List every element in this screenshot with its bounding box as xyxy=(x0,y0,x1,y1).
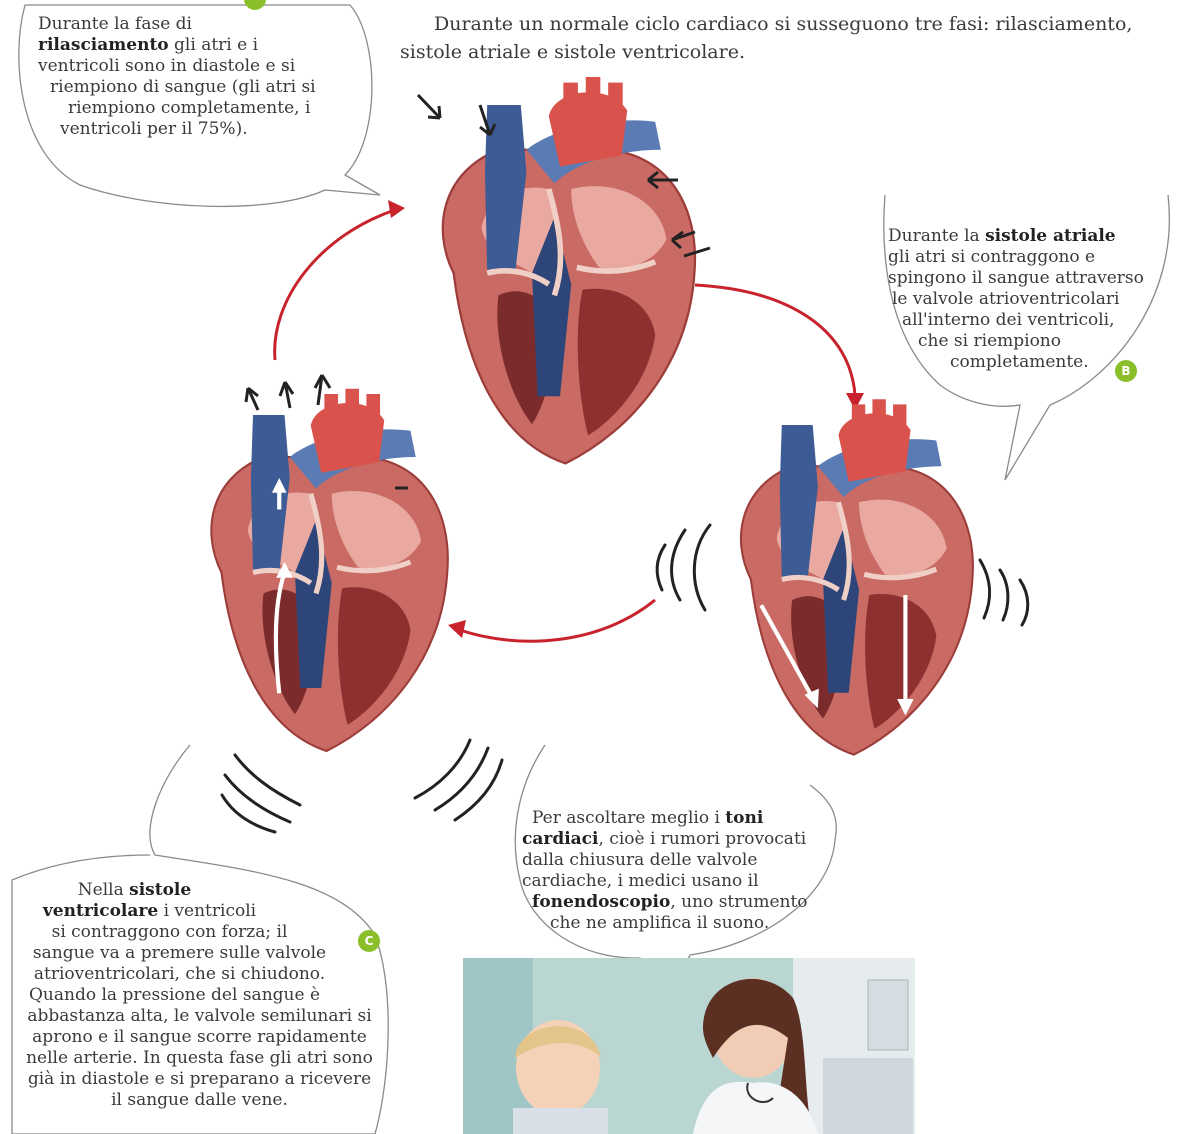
cycle-arrow-a-to-b xyxy=(695,285,855,395)
bubble-d-line: che ne amplifica il suono. xyxy=(522,913,822,934)
bubble-d-line: fonendoscopio, uno strumento xyxy=(522,892,822,913)
term-ventricolare: ventricolare xyxy=(43,901,158,921)
term-cardiaci: cardiaci xyxy=(522,829,599,849)
bubble-b-line: Durante la sistole atriale xyxy=(888,226,1158,247)
term-sistole-atriale: sistole atriale xyxy=(985,226,1116,246)
bubble-c-line: atrioventricolari, che si chiudono. xyxy=(12,964,387,985)
bubble-a-line: ventricoli per il 75%). xyxy=(38,119,328,140)
bubble-a-line: ventricoli sono in diastole e si xyxy=(38,56,328,77)
bubble-c-line: nelle arterie. In questa fase gli atri s… xyxy=(12,1048,387,1069)
bubble-c-line: sangue va a premere sulle valvole xyxy=(12,943,387,964)
badge-b-icon: B xyxy=(1115,360,1137,382)
doctor-child-photo xyxy=(463,958,915,1134)
arrowhead-icon xyxy=(448,620,466,638)
cycle-arrow-c-to-a xyxy=(275,210,395,360)
bubble-d-line: cardiache, i medici usano il xyxy=(522,871,822,892)
arrowhead-icon xyxy=(388,200,405,218)
bubble-b-line: spingono il sangue attraverso xyxy=(888,268,1158,289)
bubble-d-line: cardiaci, cioè i rumori provocati xyxy=(522,829,822,850)
term-sistole: sistole xyxy=(129,880,191,900)
bubble-b-line: che si riempiono xyxy=(888,331,1158,352)
bubble-a-line: riempiono di sangue (gli atri si xyxy=(38,77,328,98)
bubble-a-line: Durante la fase di xyxy=(38,14,328,35)
bubble-b-text: Durante la sistole atriale gli atri si c… xyxy=(888,226,1158,373)
bubble-b-line: gli atri si contraggono e xyxy=(888,247,1158,268)
heart-atrial-systole xyxy=(741,399,973,754)
bubble-c-line: Quando la pressione del sangue è xyxy=(12,985,387,1006)
heart-relaxation xyxy=(443,77,695,463)
heart-ventricular-systole xyxy=(211,389,447,751)
bubble-d-line: Per ascoltare meglio i toni xyxy=(522,808,822,829)
term-rilasciamento: rilasciamento xyxy=(38,35,169,55)
badge-c-icon: C xyxy=(358,930,380,952)
bubble-c-line: già in diastole e si preparano a ricever… xyxy=(12,1069,387,1090)
bubble-c-text: Nella sistole ventricolare i ventricoli … xyxy=(12,880,387,1111)
bubble-d-fragment: Per ascoltare meglio i xyxy=(532,808,725,828)
bubble-c-line: il sangue dalle vene. xyxy=(12,1090,387,1111)
bubble-c-fragment: Nella xyxy=(78,880,129,900)
bubble-c-line: si contraggono con forza; il xyxy=(12,922,387,943)
bubble-c-fragment: i ventricoli xyxy=(158,901,256,921)
bubble-c-line: ventricolare i ventricoli xyxy=(12,901,387,922)
bubble-a-text: Durante la fase di rilasciamento gli atr… xyxy=(38,14,328,140)
bubble-d-fragment: , uno strumento xyxy=(670,892,807,912)
bubble-d-fragment: , cioè i rumori provocati xyxy=(599,829,807,849)
bubble-c-line: abbastanza alta, le valvole semilunari s… xyxy=(12,1006,387,1027)
cycle-arrow-b-to-c xyxy=(460,600,655,641)
photo-illustration xyxy=(463,958,915,1134)
bubble-a-line: riempiono completamente, i xyxy=(38,98,328,119)
bubble-b-line: le valvole atrioventricolari xyxy=(888,289,1158,310)
bubble-d-line: dalla chiusura delle valvole xyxy=(522,850,822,871)
bubble-b-line: all'interno dei ventricoli, xyxy=(888,310,1158,331)
term-toni: toni xyxy=(725,808,763,828)
bubble-d-text: Per ascoltare meglio i toni cardiaci, ci… xyxy=(522,808,822,934)
bubble-a-line: rilasciamento gli atri e i xyxy=(38,35,328,56)
bubble-b-fragment: Durante la xyxy=(888,226,985,246)
term-fonendoscopio: fonendoscopio xyxy=(532,892,670,912)
bubble-c-line: aprono e il sangue scorre rapidamente xyxy=(12,1027,387,1048)
bubble-c-line: Nella sistole xyxy=(12,880,387,901)
bubble-a-fragment: gli atri e i xyxy=(169,35,258,55)
